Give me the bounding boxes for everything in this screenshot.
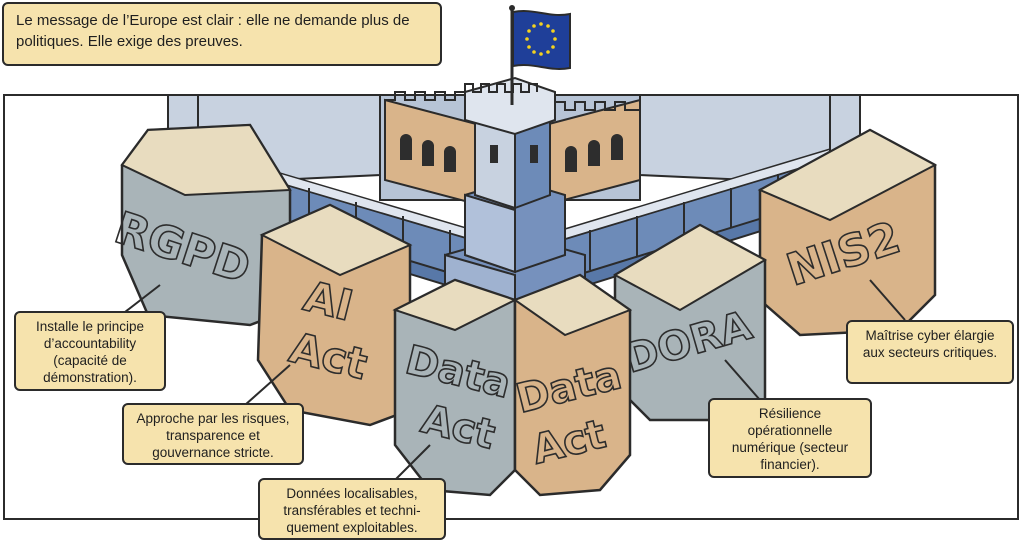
header-message-box: Le message de l’Europe est clair : elle … [2, 2, 442, 66]
block-data-act-front: Data Act [392, 278, 518, 497]
block-ai-act: AI Act [256, 203, 413, 427]
flag-stars [525, 22, 557, 56]
callout-data-act-text: Données localisables, transférables et t… [283, 486, 421, 535]
callout-data-act: Données localisables, transférables et t… [258, 478, 446, 540]
leader-data-act [394, 444, 431, 481]
leader-ai-act [244, 364, 291, 406]
block-rgpd: RGPD [108, 123, 292, 327]
callout-rgpd-text: Installe le principe d’accountability (c… [35, 319, 145, 385]
leader-nis2 [869, 279, 906, 321]
callout-rgpd: Installe le principe d’accountability (c… [14, 311, 166, 391]
callout-nis2-text: Maîtrise cyber élargie aux secteurs crit… [862, 328, 998, 360]
leader-dora [724, 359, 761, 401]
callout-dora: Résilience opérationnelle numérique (sec… [708, 398, 872, 478]
block-data-act-right: Data Act [511, 273, 633, 497]
callout-ai-act-text: Approche par les risques, transparence e… [136, 411, 290, 460]
block-nis2: NIS2 [757, 128, 938, 337]
eu-flag [509, 5, 571, 105]
leader-rgpd [124, 284, 161, 313]
header-message: Le message de l’Europe est clair : elle … [16, 12, 410, 50]
block-dora: DORA [612, 223, 768, 422]
leader-lines [124, 279, 906, 481]
callout-ai-act: Approche par les risques, transparence e… [122, 403, 304, 465]
callout-nis2: Maîtrise cyber élargie aux secteurs crit… [846, 320, 1014, 384]
callout-dora-text: Résilience opérationnelle numérique (sec… [731, 406, 849, 472]
